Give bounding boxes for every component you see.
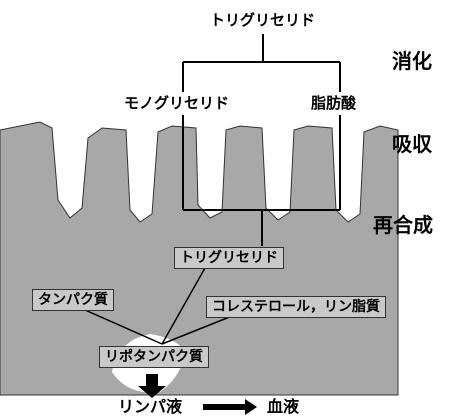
line-chol-to-lipo (161, 315, 233, 345)
box-cholesterol-phospholipid: コレステロール，リン脂質 (206, 296, 386, 318)
line-protein-to-lipo (84, 309, 163, 345)
line-tg-to-lipo (161, 267, 206, 345)
label-lymph: リンパ液 (118, 397, 183, 416)
label-triglyceride-top: トリグリセリド (210, 11, 316, 29)
stage-digestion: 消化 (392, 49, 432, 73)
down-arrow-icon (138, 374, 166, 398)
label-blood: 血液 (267, 397, 300, 416)
box-triglyceride: トリグリセリド (174, 247, 284, 269)
box-lipoprotein: リポタンパク質 (99, 346, 209, 368)
right-arrow-icon (203, 399, 257, 415)
label-monoglyceride: モノグリセリド (124, 94, 230, 112)
label-fatty-acid: 脂肪酸 (311, 94, 357, 112)
box-protein: タンパク質 (32, 289, 114, 311)
stage-absorption: 吸収 (392, 132, 432, 156)
stage-resynthesis: 再合成 (373, 213, 433, 237)
